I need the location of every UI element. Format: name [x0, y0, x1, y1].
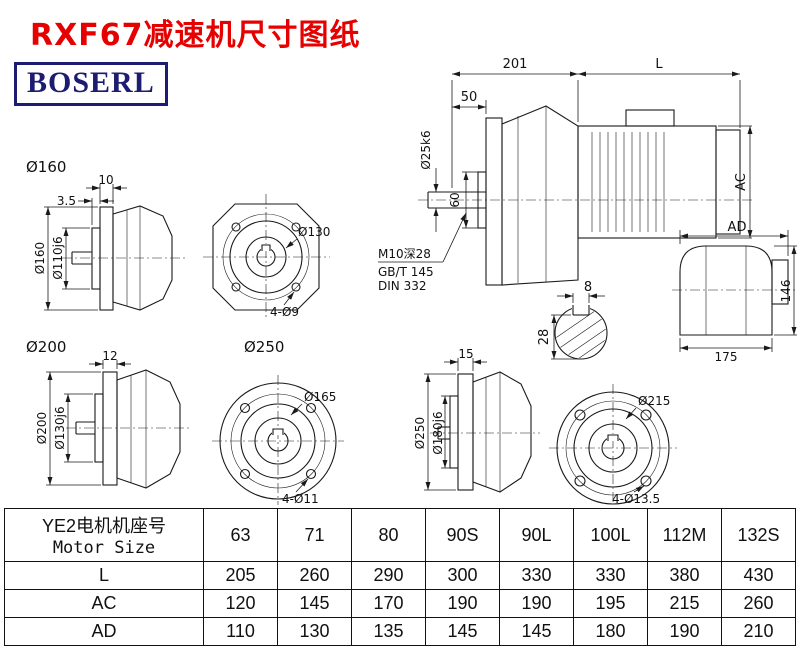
rear-side-view: AD 146 175 — [672, 220, 798, 364]
motor-fins — [591, 132, 665, 232]
dim-bolt-circle-130: Ø130 — [298, 225, 330, 239]
dim-AD: AD — [728, 220, 747, 235]
assembly-side-view: 201 L 50 Ø25k6 60 AC M10深28 GB/T 145 DIN… — [378, 57, 754, 293]
dim-146: 146 — [779, 280, 793, 303]
size-header-cell: 80 — [351, 508, 426, 562]
technical-drawing: 201 L 50 Ø25k6 60 AC M10深28 GB/T 145 DIN… — [26, 57, 798, 506]
flange160-front-view: Ø130 4-Ø9 — [203, 194, 330, 320]
dim-175: 175 — [715, 350, 738, 364]
flange200-label: Ø200 — [26, 338, 66, 356]
size-header-cell: 63 — [203, 508, 278, 562]
value-cell: 180 — [573, 617, 648, 646]
motor-size-header-cell: YE2电机机座号 Motor Size — [4, 508, 204, 562]
dim-flange-dia-160: Ø160 — [33, 242, 47, 274]
value-cell: 190 — [647, 617, 722, 646]
flange250-front-view: Ø215 4-Ø13.5 — [549, 384, 677, 506]
dim-key-width-8: 8 — [584, 280, 592, 295]
value-cell: 300 — [425, 561, 500, 590]
flange200-front-view: Ø165 4-Ø11 — [212, 375, 344, 506]
note-gb-standard: GB/T 145 — [378, 265, 434, 279]
dim-L: L — [655, 57, 663, 72]
value-cell: 195 — [573, 589, 648, 618]
dim-boss-60: 60 — [448, 192, 462, 207]
motor-size-label-cn: YE2电机机座号 — [41, 516, 167, 536]
note-tap-thread: M10深28 — [378, 247, 431, 261]
value-cell: 430 — [721, 561, 796, 590]
flange250-side-view: Ø250 15 Ø250 Ø180j6 — [244, 338, 540, 493]
size-header-cell: 112M — [647, 508, 722, 562]
note-din-standard: DIN 332 — [378, 279, 426, 293]
value-cell: 190 — [499, 589, 574, 618]
shaft-key-section: 8 28 — [537, 280, 608, 360]
dim-AC: AC — [734, 173, 749, 191]
dim-bolt-circle-215: Ø215 — [638, 394, 670, 408]
value-cell: 330 — [573, 561, 648, 590]
brand-logo-text: BOSERL — [27, 66, 155, 99]
motor-size-label-en: Motor Size — [52, 538, 156, 558]
dim-holes-4x11: 4-Ø11 — [282, 492, 319, 506]
page-title: RXF67减速机尺寸图纸 — [30, 18, 361, 53]
value-cell: 380 — [647, 561, 722, 590]
dim-spigot-dia-130: Ø130j6 — [53, 406, 67, 449]
value-cell: 210 — [721, 617, 796, 646]
dim-50: 50 — [461, 90, 478, 105]
value-cell: 260 — [721, 589, 796, 618]
value-cell: 130 — [277, 617, 352, 646]
dim-holes-4x9: 4-Ø9 — [270, 305, 299, 319]
flange250-label: Ø250 — [244, 338, 284, 356]
dim-plate-12: 12 — [102, 349, 117, 363]
dim-spigot-dia-110: Ø110j6 — [51, 236, 65, 279]
row-label-cell: AC — [4, 589, 204, 618]
dim-plate-15: 15 — [458, 347, 473, 361]
dim-spigot-dia-180: Ø180j6 — [431, 411, 445, 454]
value-cell: 145 — [499, 617, 574, 646]
table-row-AC: AC 120 145 170 190 190 195 215 260 — [4, 589, 796, 618]
size-header-cell: 100L — [573, 508, 648, 562]
row-label-cell: AD — [4, 617, 204, 646]
value-cell: 135 — [351, 617, 426, 646]
size-header-cell: 90S — [425, 508, 500, 562]
value-cell: 110 — [203, 617, 278, 646]
dimension-table: YE2电机机座号 Motor Size 63 71 80 90S 90L 100… — [4, 508, 796, 646]
dim-bolt-circle-165: Ø165 — [304, 390, 336, 404]
size-header-cell: 71 — [277, 508, 352, 562]
value-cell: 215 — [647, 589, 722, 618]
value-cell: 170 — [351, 589, 426, 618]
dim-201: 201 — [503, 57, 528, 72]
dim-flange-dia-250: Ø250 — [413, 417, 427, 449]
value-cell: 290 — [351, 561, 426, 590]
flange200-side-view: Ø200 12 Ø200 Ø130j6 — [26, 338, 192, 489]
table-header-row: YE2电机机座号 Motor Size 63 71 80 90S 90L 100… — [4, 508, 796, 562]
dim-key-depth-28: 28 — [537, 329, 552, 346]
dim-plate-10: 10 — [98, 173, 113, 187]
dim-boss-3-5: 3.5 — [57, 194, 76, 208]
table-row-AD: AD 110 130 135 145 145 180 190 210 — [4, 617, 796, 646]
value-cell: 330 — [499, 561, 574, 590]
size-header-cell: 132S — [721, 508, 796, 562]
flange160-label: Ø160 — [26, 158, 66, 176]
value-cell: 190 — [425, 589, 500, 618]
table-row-L: L 205 260 290 300 330 330 380 430 — [4, 561, 796, 590]
dim-flange-dia-200: Ø200 — [35, 412, 49, 444]
dim-holes-4x13-5: 4-Ø13.5 — [612, 492, 660, 506]
row-label-cell: L — [4, 561, 204, 590]
value-cell: 205 — [203, 561, 278, 590]
brand-logo: BOSERL — [14, 62, 168, 106]
size-header-cell: 90L — [499, 508, 574, 562]
value-cell: 145 — [277, 589, 352, 618]
value-cell: 145 — [425, 617, 500, 646]
value-cell: 260 — [277, 561, 352, 590]
flange160-side-view: Ø160 10 3.5 Ø160 Ø110j — [26, 158, 186, 311]
dim-shaft-dia: Ø25k6 — [419, 130, 433, 169]
value-cell: 120 — [203, 589, 278, 618]
